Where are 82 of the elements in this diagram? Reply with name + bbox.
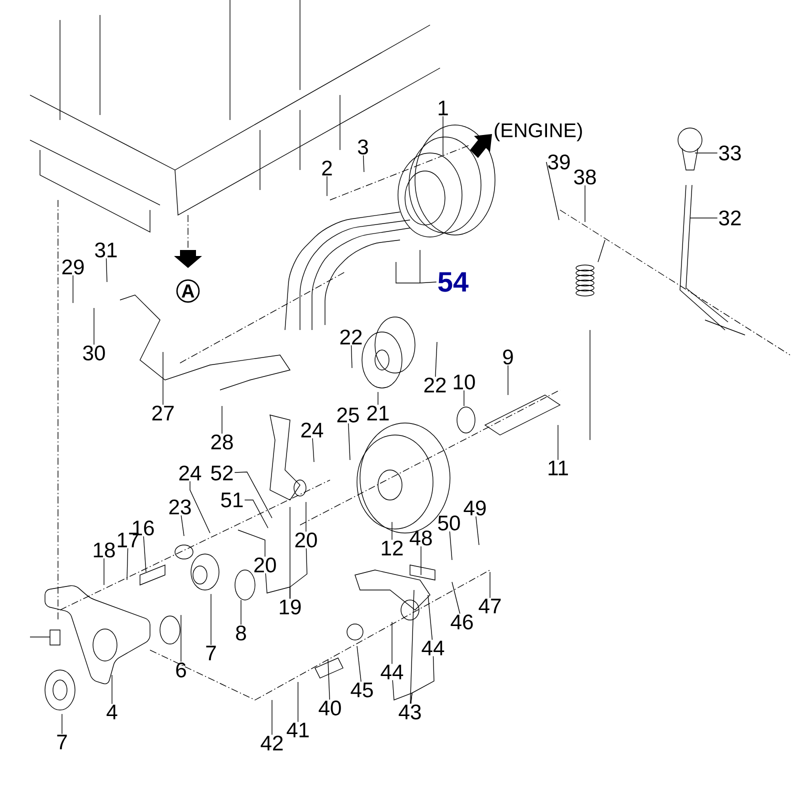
leader-line (356, 646, 362, 682)
callout-number: 48 (410, 530, 432, 546)
callout-number: 40 (318, 700, 341, 716)
callout-number: 6 (176, 662, 186, 678)
callout-number: 22 (424, 378, 446, 392)
callout-number: 43 (398, 704, 421, 720)
leader-line (410, 590, 414, 704)
leader-line (312, 438, 314, 462)
callout-number: 24 (301, 422, 324, 438)
callout-number: 50 (438, 516, 460, 530)
callout-number: 11 (548, 460, 568, 476)
callout-number: 44 (422, 640, 444, 656)
callout-number: 8 (236, 626, 246, 640)
callout-number: 7 (57, 734, 67, 750)
leader-line (210, 594, 212, 646)
callout-number: 10 (454, 374, 475, 390)
leader-line (234, 472, 272, 518)
callout-number: 20 (295, 532, 317, 548)
callout-number: 39 (548, 154, 570, 170)
leader-line (694, 152, 718, 154)
callout-number: 12 (382, 540, 403, 556)
leader-line (546, 162, 560, 220)
leader-line (435, 342, 438, 378)
leader-line (584, 185, 586, 222)
callout-number: 22 (340, 330, 362, 344)
leader-line (244, 500, 268, 528)
leader-line (362, 155, 364, 172)
callout-number: 23 (169, 500, 191, 514)
callout-number: 27 (152, 406, 174, 420)
leader-line (326, 176, 328, 196)
callout-number: 51 (221, 492, 243, 508)
leader-line (452, 582, 460, 614)
callout-number: 45 (350, 682, 373, 698)
leader-line (180, 614, 182, 662)
leader-line (449, 531, 452, 560)
callout-number: 9 (503, 350, 513, 364)
callout-number: 28 (211, 434, 233, 450)
leader-line (143, 536, 146, 572)
leader-line (350, 344, 352, 368)
callout-number: 3 (358, 140, 368, 154)
direction-note: (ENGINE) (494, 122, 582, 142)
callout-number: 38 (574, 170, 596, 184)
leader-line (328, 660, 330, 700)
callout-number: 46 (450, 614, 473, 630)
callout-number: 30 (83, 346, 105, 360)
callout-number: 47 (478, 598, 501, 614)
leader-line (442, 116, 444, 156)
leader-line (238, 530, 266, 557)
callout-number: 31 (95, 242, 117, 258)
callout-number: 19 (280, 600, 301, 614)
leader-line (476, 516, 480, 546)
callout-number: 25 (337, 408, 359, 422)
leader-line (420, 546, 422, 576)
callout-number: 41 (286, 722, 309, 738)
callout-number: 18 (94, 542, 115, 558)
callout-number: 21 (367, 406, 389, 420)
leader-line (126, 548, 128, 580)
leader-line (396, 250, 437, 284)
callout-number: 20 (254, 558, 276, 572)
leader-line (240, 600, 242, 625)
leader-line (180, 515, 184, 536)
circled-letter: A (176, 279, 200, 303)
callout-number: 44 (380, 664, 404, 680)
leader-line (162, 352, 164, 406)
callout-number: 32 (719, 210, 741, 226)
callout-number: 42 (260, 736, 283, 750)
leader-line (348, 423, 350, 460)
callout-number: 54 (438, 272, 468, 292)
callout-number: 7 (206, 646, 216, 660)
callout-number: 4 (106, 704, 118, 720)
leader-line (72, 275, 74, 304)
callout-number: 1 (438, 100, 448, 116)
callout-number: 49 (464, 500, 486, 516)
callout-number: 2 (322, 160, 332, 176)
leader-line (428, 594, 433, 640)
leader-line (106, 258, 108, 282)
callout-number: 29 (62, 260, 84, 274)
callout-number: 33 (719, 146, 741, 160)
callout-number: 24 (179, 466, 202, 480)
leader-line (410, 656, 434, 704)
leader-line (190, 480, 210, 534)
callout-number: 52 (211, 466, 233, 480)
